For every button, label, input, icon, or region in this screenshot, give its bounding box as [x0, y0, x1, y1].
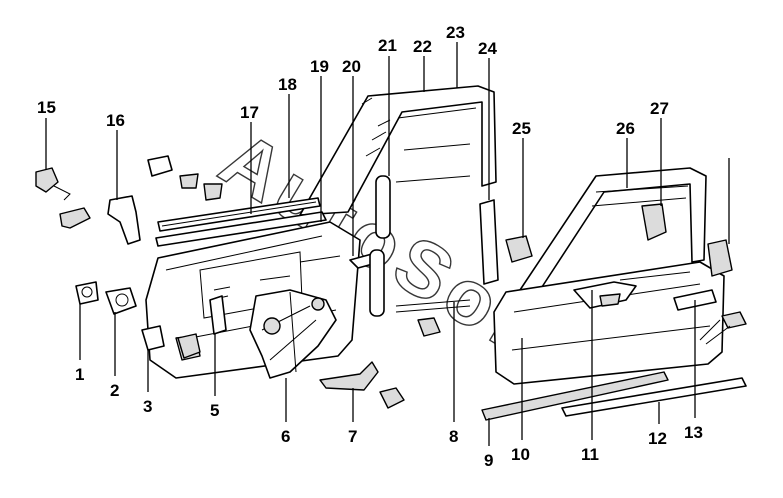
callout-13: 13 — [684, 423, 703, 442]
right-door-assembly — [395, 167, 747, 421]
part-26-mirror — [641, 203, 667, 241]
callout-15: 16 — [106, 111, 125, 130]
callout-labels: 15 16 17 18 19 20 21 22 23 24 25 26 27 1… — [37, 23, 703, 470]
callout-24: 25 — [512, 119, 531, 138]
callout-1: 1 — [75, 365, 84, 384]
left-door-window-frame — [299, 85, 497, 216]
right-door-outer-panel — [493, 261, 725, 385]
callout-12: 12 — [648, 429, 667, 448]
callout-11: 11 — [581, 445, 599, 464]
callout-21: 22 — [413, 37, 432, 56]
left-door-assembly — [141, 85, 497, 379]
callout-18: 19 — [310, 57, 329, 76]
callout-26: 27 — [650, 99, 669, 118]
callout-23: 24 — [478, 39, 497, 58]
part-24-bracket — [505, 235, 533, 263]
leader-lines — [45, 42, 730, 446]
right-door-frame — [519, 167, 707, 291]
callout-25: 26 — [616, 119, 635, 138]
side-moulding — [481, 371, 669, 421]
part-2-handle — [105, 287, 137, 315]
callout-16: 17 — [240, 103, 259, 122]
inner-weatherstrip — [155, 211, 327, 247]
callout-19: 20 — [342, 57, 361, 76]
part-1-escutcheon — [75, 281, 99, 305]
left-door-inner-panel — [145, 221, 361, 379]
part-27-hinge — [707, 239, 733, 277]
rocker-moulding — [561, 377, 747, 417]
left-small-parts — [35, 155, 441, 409]
callout-22: 23 — [446, 23, 465, 42]
division-bar — [375, 175, 391, 239]
lower-sash-channel — [369, 249, 385, 317]
callout-3: 3 — [143, 397, 152, 416]
part-7-check — [319, 361, 379, 391]
callout-6: 6 — [281, 427, 290, 446]
part-15-handle — [107, 195, 141, 245]
callout-17: 18 — [278, 75, 297, 94]
part-14-bracket — [35, 167, 59, 193]
rear-sash — [479, 199, 499, 285]
callout-8: 8 — [449, 427, 458, 446]
door-lock — [141, 325, 165, 351]
callout-5: 5 — [210, 401, 219, 420]
callout-7: 7 — [348, 427, 357, 446]
callout-14: 15 — [37, 98, 56, 117]
callout-20: 21 — [378, 36, 397, 55]
callout-2: 2 — [110, 381, 119, 400]
callout-10: 10 — [511, 445, 530, 464]
callout-9: 9 — [484, 451, 493, 470]
